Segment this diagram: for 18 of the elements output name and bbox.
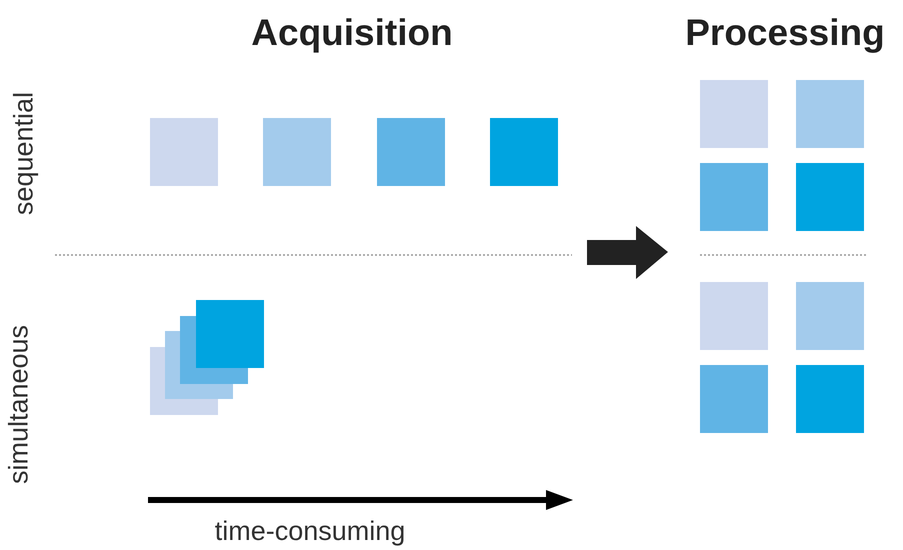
column-heading: Processing [684, 14, 886, 51]
tile [796, 282, 864, 350]
tile [796, 80, 864, 148]
tile [150, 118, 218, 186]
tile [700, 365, 768, 433]
tile [490, 118, 558, 186]
tile [377, 118, 445, 186]
row-label: sequential [10, 90, 38, 218]
tile [796, 163, 864, 231]
row-label: simultaneous [6, 324, 32, 486]
axis-label: time-consuming [214, 518, 406, 545]
tile [700, 163, 768, 231]
stacked-tiles-drawing [150, 300, 264, 415]
tile [700, 282, 768, 350]
tile [263, 118, 331, 186]
tile [796, 365, 864, 433]
column-heading: Acquisition [250, 14, 454, 51]
tile [700, 80, 768, 148]
